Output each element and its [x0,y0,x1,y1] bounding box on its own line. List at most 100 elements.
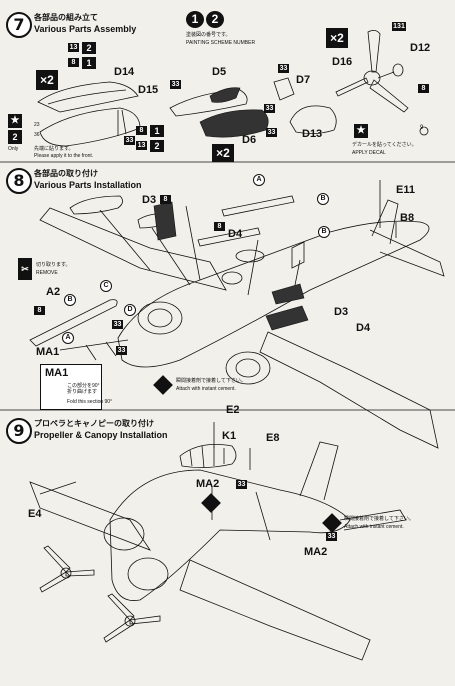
locator-b-2: B [318,226,330,238]
locator-c: C [100,280,112,292]
aircraft-wing-right [259,331,439,449]
scheme-mark-2-b: 2 [150,140,164,152]
step-number-8: 8 [6,168,32,194]
label-d16: D16 [332,56,353,68]
qty-x2-badge: ×2 [36,70,58,90]
scheme-mark-1-b-label: 1 [154,126,160,136]
locator-a-2: A [62,332,74,344]
part-num-8-c: 8 [418,84,429,93]
only-note: Only [8,146,19,152]
cut-icon: ✂ [18,258,32,280]
decal-note-en: APPLY DECAL [352,150,386,156]
step9-num-33a: 33 [236,480,247,489]
scheme-mark-2-b-label: 2 [154,141,160,151]
label-d15: D15 [138,84,159,96]
engine-right [225,351,271,385]
glue-note-jp-step9: 瞬間接着剤で接着して下さい。 [344,516,414,522]
label-b8: B8 [400,212,415,224]
fold-note-jp: この部分を90° 折り曲げます [67,383,100,395]
cut-note-en: REMOVE [36,270,58,276]
scheme-mark-1-label: 1 [86,58,92,68]
aircraft-fuselage-step9 [109,469,351,601]
label-d12: D12 [410,42,431,54]
label-d7: D7 [296,74,311,86]
ma1-inset: MA1 この部分を90° 折り曲げます Fold this section 90… [40,364,112,410]
label-e2: E2 [226,404,240,416]
cut-note-jp: 切り取ります。 [36,262,71,268]
step9-num-33b: 33 [326,532,337,541]
aircraft-wing-right-step9 [179,559,371,661]
step8-num-8b: 8 [214,222,225,231]
engine-left [137,301,183,335]
label-d6: D6 [242,134,257,146]
step9-title-en: Propeller & Canopy Installation [34,430,168,440]
label-d3-b: D3 [334,306,349,318]
part-num-33e: 33 [266,128,277,137]
locator-d: D [124,304,136,316]
locator-b-3: B [64,294,76,306]
part-num-8-b: 8 [136,126,147,135]
qty-x2-d6-badge: ×2 [212,144,234,162]
step9-title-jp: プロペラとキャノピーの取り付け [34,419,154,428]
aircraft-fuselage-step8 [117,220,430,368]
part-num-13: 13 [68,43,79,52]
propeller-left [39,545,95,593]
part-num-8: 8 [68,58,79,67]
decal-num-9: 9 [420,125,424,131]
propeller-right [103,593,161,643]
part-d13-cone [289,105,337,134]
step8-num-8c: 8 [34,306,45,315]
qty-x2-prop-badge: ×2 [326,28,348,48]
part-d3-dark [153,201,177,241]
part-num-33b: 33 [278,64,289,73]
scheme-mark-2-c: 2 [8,130,22,144]
decal-note-jp: デカールを貼ってください。 [352,142,417,148]
part-num-33d: 33 [124,136,135,145]
scheme-caption-en: PAINTING SCHEME NUMBER [186,40,256,46]
fold-note-en: Fold this section 90° [67,399,113,405]
step7-title-en: Various Parts Assembly [34,24,137,34]
scheme-mark-1: 1 [82,57,96,69]
label-k1: K1 [222,430,237,442]
label-ma2: MA2 [196,478,220,490]
label-ma1: MA1 [36,346,60,358]
step-number-7: 7 [6,12,32,38]
label-e8: E8 [266,432,280,444]
label-d14: D14 [114,66,135,78]
scheme-mark-2-label: 2 [86,43,92,53]
label-d3: D3 [142,194,157,206]
scheme-mark-1-b: 1 [150,125,164,137]
glue-note-en-step9: Attach with instant cement. [344,524,404,530]
part-num-131: 131 [392,22,406,31]
aircraft-wing-left-step9 [29,481,152,551]
part-d14-pod-top [37,81,139,113]
glue-note-en-step8: Attach with instant cement. [176,386,236,392]
part-d7 [273,77,295,101]
part-num-33c: 33 [264,104,275,113]
part-d5-panel [169,89,248,117]
scheme-number-1: 1 [186,11,204,28]
step8-title-jp: 各部品の取り付け [34,169,98,178]
label-d5: D5 [212,66,227,78]
step8-num-33b: 33 [116,346,127,355]
step8-title-en: Various Parts Installation [34,180,142,190]
part-num-13-b: 13 [136,141,147,150]
decal-star-icon-2: ★ [354,124,368,138]
decal-num-23: 23 [34,122,40,128]
label-d4-b: D4 [356,322,371,334]
scheme-caption-jp: 塗装図の番号です。 [186,32,231,38]
label-ma1-inset: MA1 [45,367,69,379]
label-a2: A2 [46,286,61,298]
scheme-mark-2-c-label: 2 [12,132,18,142]
front-note-en: Please apply it to the front. [34,153,94,159]
label-d13: D13 [302,128,323,140]
part-k1-canopy [179,443,237,468]
label-e4: E4 [28,508,42,520]
scheme-mark-2: 2 [82,42,96,54]
part-a2-tank [29,299,118,347]
part-num-33a: 33 [170,80,181,89]
label-ma2-b: MA2 [304,546,328,558]
locator-a: A [253,174,265,186]
